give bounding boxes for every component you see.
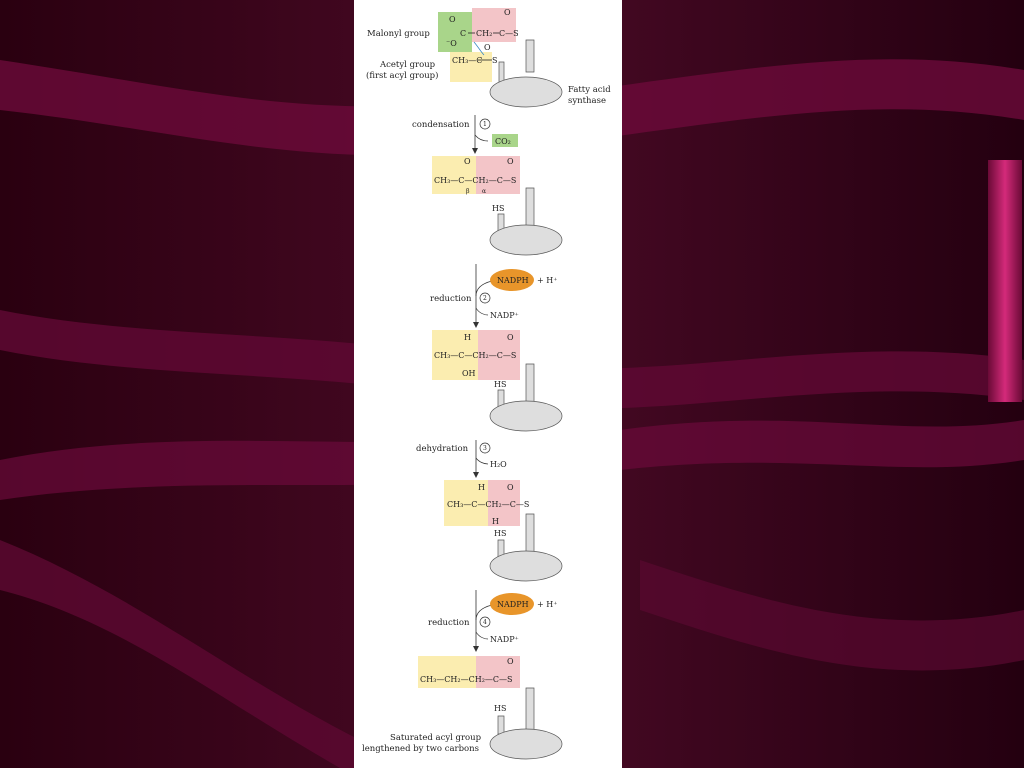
background-wave [0, 310, 1024, 409]
product: NADP⁺ [490, 635, 519, 644]
hydrogen: H [478, 483, 485, 492]
step-name: reduction [428, 618, 470, 628]
acetyl-highlight [444, 480, 488, 526]
step-reduction-2: NADPH + H⁺ 4 reduction NADP⁺ [428, 590, 557, 652]
fatty-acid-synthase [489, 39, 563, 108]
malonyl-oxygen-top: O [449, 15, 456, 24]
cofactor: NADPH [497, 276, 529, 285]
acetyl-group-sublabel: (first acyl group) [366, 70, 438, 81]
carbonyl-oxygen: O [507, 333, 514, 342]
acetyl-sulfur: S [492, 56, 497, 65]
enoyl-formula: CH₃—C—CH₂—C—S [447, 500, 529, 509]
step-number: 1 [483, 121, 487, 128]
background-wave [640, 560, 1024, 671]
butyryl-formula: CH₃—CH₂—CH₂—C—S [420, 675, 513, 684]
step-condensation: 1 condensation CO₂ [412, 115, 518, 154]
malonyl-carbon: C [460, 29, 466, 38]
step-dehydration: 3 dehydration H₂O [416, 440, 507, 478]
byproduct-arrow [474, 134, 489, 142]
cofactor-proton: + H⁺ [537, 600, 557, 609]
product: NADP⁺ [490, 311, 519, 320]
acetyl-highlight [450, 52, 492, 82]
byproduct-arrow [475, 457, 489, 465]
malonyl-highlight [472, 8, 516, 42]
fatty-acid-synthesis-diagram: Malonyl group Acetyl group (first acyl g… [362, 8, 611, 760]
hydrogen: H [492, 517, 499, 526]
acetyl-group-formula: CH₃—C [452, 56, 482, 65]
diagram-panel: Malonyl group Acetyl group (first acyl g… [354, 0, 622, 768]
acetyl-highlight [418, 656, 476, 688]
carbonyl-oxygen: O [507, 657, 514, 666]
step-number: 3 [483, 445, 487, 452]
co2-highlight [492, 134, 518, 147]
cofactor-arrow [475, 604, 493, 621]
fatty-acid-synthase [489, 363, 563, 432]
step-reduction-1: NADPH + H⁺ 2 reduction NADP⁺ [430, 264, 557, 328]
nadph-oval [490, 269, 534, 291]
malonyl-oxygen-neg: ⁻O [446, 39, 457, 48]
step-number-badge [479, 118, 491, 130]
final-product-label: Saturated acyl group [390, 733, 482, 743]
step-name: reduction [430, 294, 472, 304]
nadph-oval [490, 593, 534, 615]
cofactor: NADPH [497, 600, 529, 609]
fatty-acid-synthase [489, 187, 563, 256]
stage-hydroxyacyl: H O CH₃—C—CH₂—C—S OH HS [432, 330, 563, 432]
carbonyl-oxygen: O [507, 157, 514, 166]
hydroxyl: OH [462, 369, 476, 378]
malonyl-oxygen-carbonyl: O [504, 8, 511, 17]
stage-acetoacetyl: O O CH₃—C—CH₂—C—S β α HS [432, 156, 563, 256]
acetyl-group-label: Acetyl group [379, 60, 436, 70]
stage-enoyl: H O CH₃—C—CH₂—C—S H HS [444, 480, 563, 582]
condensation-attack-arrow [473, 41, 485, 56]
byproduct: CO₂ [495, 137, 511, 146]
byproduct: H₂O [490, 460, 507, 469]
free-thiol: HS [494, 380, 506, 389]
background-wave [0, 540, 420, 768]
step-number-badge [479, 616, 491, 628]
step-number-badge [479, 292, 491, 304]
cofactor-proton: + H⁺ [537, 276, 557, 285]
malonyl-thioester: C—S [499, 29, 519, 38]
malonyl-highlight [476, 656, 520, 688]
malonyl-highlight [476, 156, 520, 194]
free-thiol: HS [494, 529, 506, 538]
step-name: condensation [412, 120, 470, 130]
step-number: 2 [483, 295, 487, 302]
stage-initial: Malonyl group Acetyl group (first acyl g… [366, 8, 611, 108]
cofactor-arrow [475, 280, 493, 297]
alpha-carbon-label: α [482, 188, 486, 195]
step-name: dehydration [416, 444, 469, 454]
free-thiol: HS [494, 704, 506, 713]
carbonyl-oxygen: O [507, 483, 514, 492]
hydroxyacyl-formula: CH₃—C—CH₂—C—S [434, 351, 516, 360]
carbonyl-oxygen: O [464, 157, 471, 166]
hydrogen: H [464, 333, 471, 342]
acetyl-oxygen: O [484, 43, 491, 52]
product-arrow [475, 631, 489, 640]
final-product-sublabel: lengthened by two carbons [362, 744, 479, 754]
fatty-acid-synthase [489, 687, 563, 760]
beta-carbon-label: β [466, 188, 470, 195]
step-number: 4 [483, 619, 487, 626]
fatty-acid-synthase-sublabel: synthase [568, 96, 606, 106]
malonyl-highlight [478, 330, 520, 380]
background-accent-bar [988, 160, 1022, 402]
acetyl-highlight [432, 156, 476, 194]
free-thiol: HS [492, 204, 504, 213]
malonyl-group-label: Malonyl group [367, 29, 430, 39]
malonyl-highlight [488, 480, 520, 526]
carboxyl-highlight [438, 12, 472, 52]
product-arrow [475, 307, 489, 316]
stage-butyryl: O CH₃—CH₂—CH₂—C—S HS Saturated acyl grou… [362, 656, 563, 760]
fatty-acid-synthase-label: Fatty acid [568, 85, 611, 95]
malonyl-ch2: CH₂ [476, 29, 492, 38]
acetoacetyl-formula: CH₃—C—CH₂—C—S [434, 176, 516, 185]
step-number-badge [479, 442, 491, 454]
acetyl-highlight [432, 330, 478, 380]
fatty-acid-synthase [489, 513, 563, 582]
